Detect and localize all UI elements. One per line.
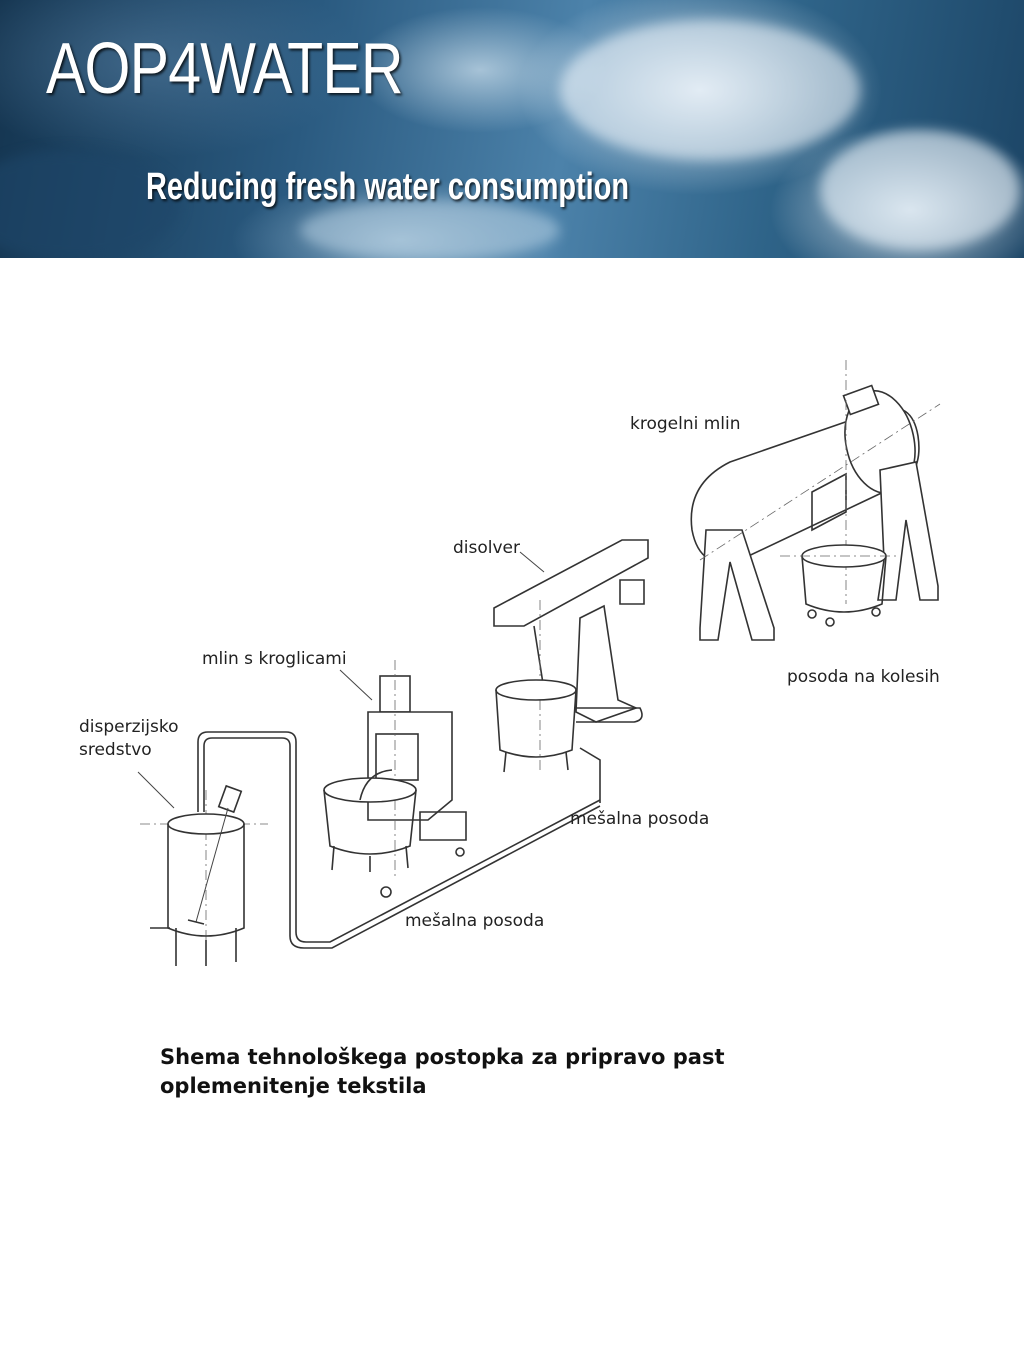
label-krogelni-mlin: krogelni mlin [630,414,741,434]
pipe [197,731,601,949]
wheel-icon [825,617,835,627]
motor-icon [842,384,880,416]
process-diagram: krogelni mlin disolver mlin s kroglicami… [79,360,941,970]
label-mesalna-posoda: mešalna posoda [405,911,544,931]
valve-icon [380,886,392,898]
label-disolver: disolver [453,538,520,558]
hatch-icon [811,472,847,532]
dissolver [493,539,649,773]
motor-icon [217,784,243,814]
wave-shadow [0,150,180,258]
wheeled-vessel [780,544,900,627]
label-posoda-na-kolesih: posoda na kolesih [787,667,940,687]
caption-line-1: Shema tehnološkega postopka za pripravo … [160,1045,725,1069]
wave-foam [560,20,860,160]
caption: Shema tehnološkega postopka za pripravo … [160,1043,860,1101]
banner-title: AOP4WATER [46,29,404,109]
wheel-icon [807,609,817,619]
wave-foam [300,200,560,258]
dispersion-tank [140,784,268,970]
ball-mill [690,360,941,641]
banner-subtitle: Reducing fresh water consumption [146,166,630,208]
bead-mill [323,660,467,880]
header-banner: AOP4WATER Reducing fresh water consumpti… [0,0,1024,258]
valve-icon [455,847,465,857]
label-sredstvo: sredstvo [79,740,152,760]
wheel-icon [871,607,881,617]
wave-foam [820,130,1020,250]
label-mesalna-posoda: mešalna posoda [570,809,709,829]
caption-line-2: oplemenitenje tekstila [160,1074,427,1098]
label-mlin-s-kroglicami: mlin s kroglicami [202,649,347,669]
leader-lines [137,551,545,809]
label-disperzijsko: disperzijsko [79,717,178,737]
